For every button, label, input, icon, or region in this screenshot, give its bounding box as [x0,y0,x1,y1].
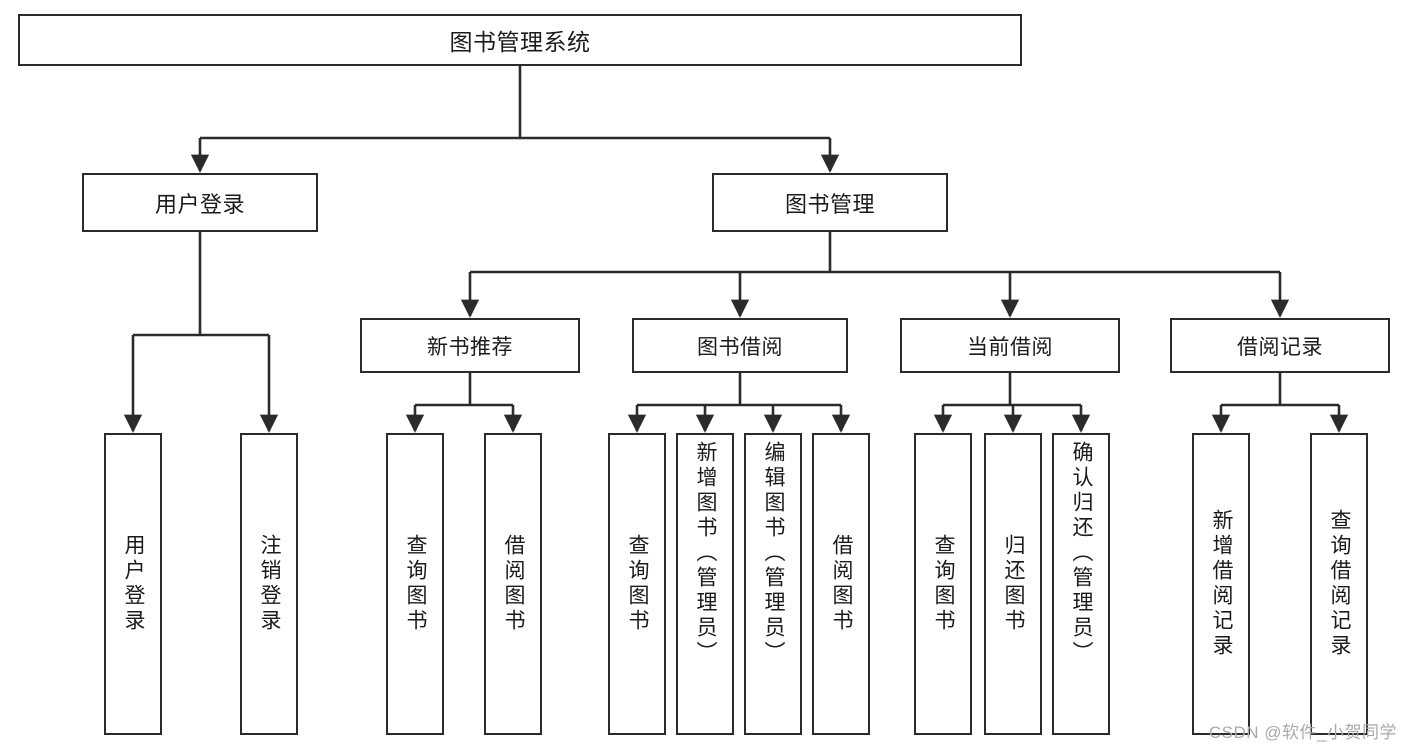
node-borrow-record[interactable]: 借阅记录 [1170,318,1390,373]
node-leaf-query-book-2-label: 查询图书 [626,534,650,634]
node-book-borrow-label: 图书借阅 [697,335,783,359]
node-leaf-query-record[interactable]: 查询借阅记录 [1310,433,1368,735]
node-user-login[interactable]: 用户登录 [82,173,318,232]
node-book-manage[interactable]: 图书管理 [712,173,948,232]
node-new-book-recommend[interactable]: 新书推荐 [360,318,580,373]
node-current-borrow-label: 当前借阅 [967,335,1053,359]
node-book-manage-label: 图书管理 [784,191,875,217]
node-leaf-query-book-1[interactable]: 查询图书 [386,433,444,735]
node-leaf-query-book-3-label: 查询图书 [932,534,956,634]
node-root[interactable]: 图书管理系统 [18,14,1022,66]
node-current-borrow[interactable]: 当前借阅 [900,318,1120,373]
node-leaf-edit-book[interactable]: 编辑图书（管理员） [744,433,802,735]
node-leaf-add-book[interactable]: 新增图书（管理员） [676,433,734,735]
node-leaf-user-login-label: 用户登录 [122,534,146,634]
node-leaf-logout-login[interactable]: 注销登录 [240,433,298,735]
node-leaf-logout-login-label: 注销登录 [258,534,282,634]
node-leaf-user-login[interactable]: 用户登录 [104,433,162,735]
node-leaf-confirm-return[interactable]: 确认归还（管理员） [1052,433,1110,735]
node-new-book-recommend-label: 新书推荐 [427,335,513,359]
node-leaf-borrow-book-2-label: 借阅图书 [830,534,854,634]
node-leaf-add-book-label: 新增图书（管理员） [694,441,718,666]
node-leaf-return-book[interactable]: 归还图书 [984,433,1042,735]
node-leaf-add-record[interactable]: 新增借阅记录 [1192,433,1250,735]
node-leaf-query-record-label: 查询借阅记录 [1328,509,1352,659]
node-leaf-query-book-2[interactable]: 查询图书 [608,433,666,735]
watermark: CSDN @软件_小贺同学 [1208,723,1397,742]
node-leaf-borrow-book-1[interactable]: 借阅图书 [484,433,542,735]
node-book-borrow[interactable]: 图书借阅 [632,318,848,373]
node-leaf-borrow-book-2[interactable]: 借阅图书 [812,433,870,735]
node-leaf-return-book-label: 归还图书 [1002,534,1026,634]
node-leaf-edit-book-label: 编辑图书（管理员） [762,441,786,666]
node-borrow-record-label: 借阅记录 [1237,335,1323,359]
node-leaf-add-record-label: 新增借阅记录 [1210,509,1234,659]
node-leaf-query-book-3[interactable]: 查询图书 [914,433,972,735]
node-leaf-query-book-1-label: 查询图书 [404,534,428,634]
node-leaf-borrow-book-1-label: 借阅图书 [502,534,526,634]
node-root-label: 图书管理系统 [449,29,591,55]
node-user-login-label: 用户登录 [154,191,245,217]
node-leaf-confirm-return-label: 确认归还（管理员） [1070,441,1094,666]
